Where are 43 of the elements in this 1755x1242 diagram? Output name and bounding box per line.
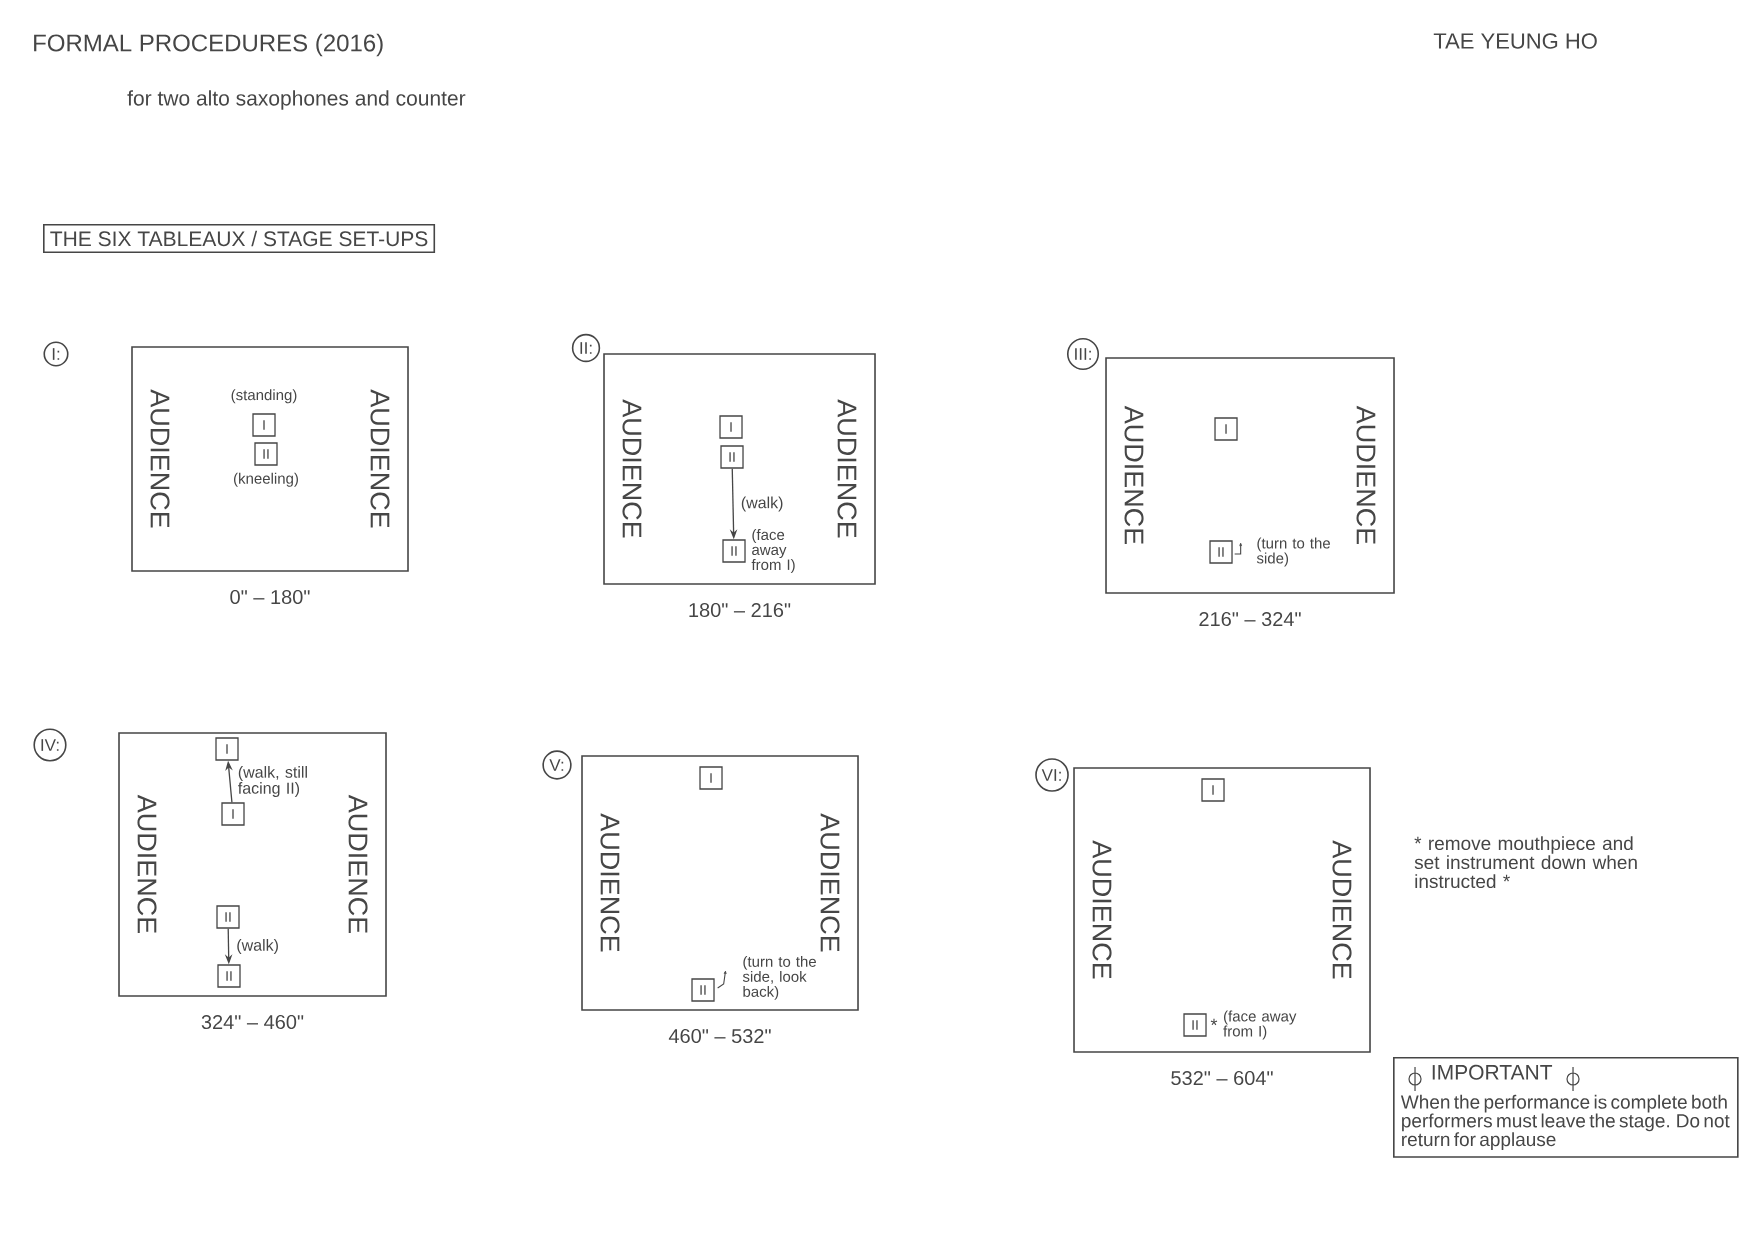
time-range: 216" – 324" [1199,611,1301,627]
subtitle-text: for two alto saxophones and counter [127,90,466,110]
performer-box: I [719,415,743,439]
stage-direction: (kneeling) [234,472,298,487]
stage-direction: (turn to the side) [1256,537,1330,567]
asterisk: * [1210,1018,1218,1026]
footnote-text: * remove mouthpiece and set instrument down when instructed * [1414,836,1637,889]
stage-direction: (turn to the side, look back) [742,955,816,1000]
author-name: TAE YEUNG HO [1433,33,1597,49]
performer-box: I [221,802,245,826]
performer-box: II [691,978,715,1002]
edge-label: (walk) [237,939,278,954]
performer-box: I [1201,778,1225,802]
tableau-number: I: [43,341,69,367]
performer-box: II [216,905,240,929]
performer-box: II [1209,540,1233,564]
time-range: 532" – 604" [1171,1070,1273,1086]
performer-box: I [1214,417,1238,441]
time-range: 324" – 460" [201,1014,304,1030]
performer-box: II [722,539,746,563]
time-range: 460" – 532" [668,1028,771,1044]
time-range: 180" – 216" [689,602,791,618]
tableau-number: V: [542,750,572,780]
stage-direction: (standing) [231,389,297,404]
tableau-number: VI: [1035,758,1069,792]
performer-box: I [215,737,239,761]
performer-box: II [720,445,744,469]
performer-box: I [252,413,276,437]
performer-box: II [1183,1013,1207,1037]
edge-label: (walk, still facing II) [238,766,307,797]
tableau-number: II: [571,333,601,363]
heading-text: FORMAL PROCEDURES (2016) [34,33,383,57]
edge-label: (walk) [741,496,783,512]
tableau-number: IV: [33,728,67,762]
time-range: 0" – 180" [230,589,310,605]
title-box: THE SIX TABLEAUX / STAGE SET-UPS [43,224,436,253]
stage-direction: (face away from I) [1223,1010,1297,1040]
performer-box: II [217,964,241,988]
performer-box: I [699,766,723,790]
notice-box: IMPORTANT When the performance is complete both performers must leave the stage. Do not return for applause [1393,1057,1739,1158]
performer-box: II [254,442,278,466]
stage-direction: (face away from I) [751,529,795,573]
tableau-number: III: [1066,337,1100,371]
